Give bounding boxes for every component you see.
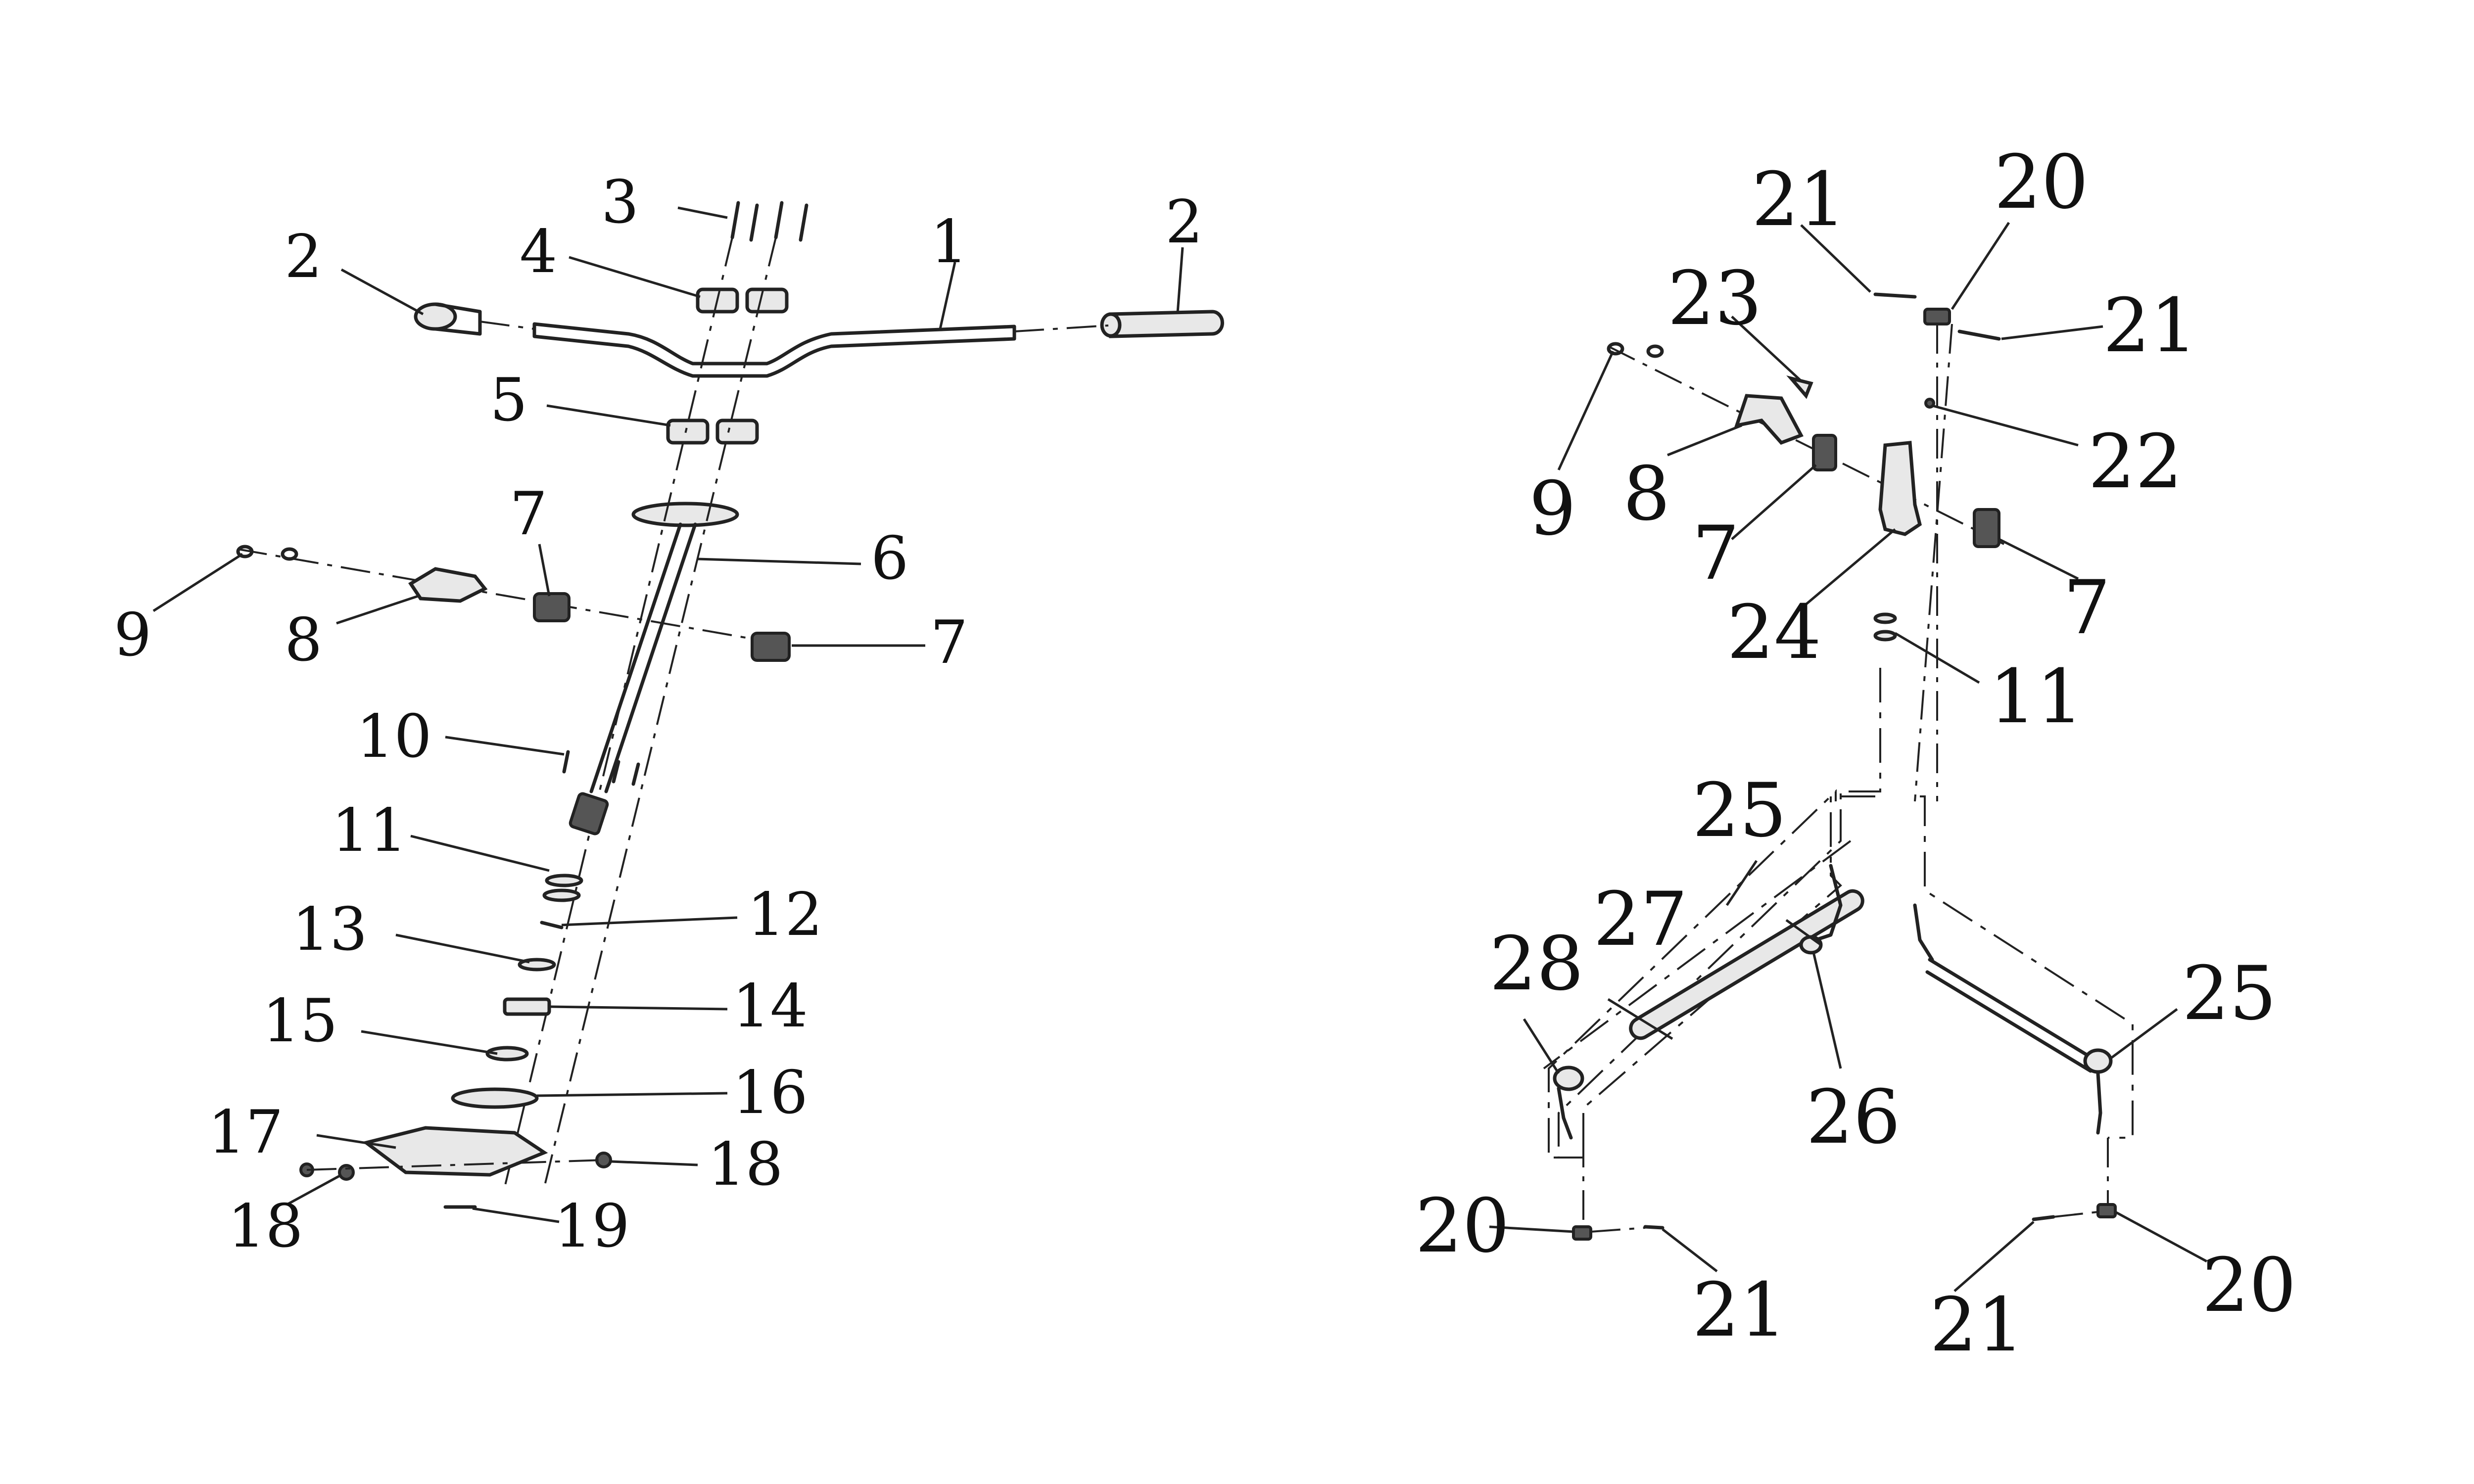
callout-10: 10 — [356, 702, 432, 771]
handlebar — [532, 322, 1016, 378]
bushing-left — [533, 592, 571, 622]
column-top-plate — [631, 502, 739, 527]
shaft-12 — [540, 921, 564, 929]
callout-8: 8 — [285, 606, 322, 675]
bottom-pin-left — [1643, 1225, 1665, 1230]
callout-6: 6 — [871, 524, 908, 593]
callout-21-bottom-left: 21 — [1692, 1267, 1787, 1353]
callout-20-bottom-right: 20 — [2202, 1243, 2296, 1329]
bushing-7-right — [1973, 508, 2000, 548]
column-bolts — [562, 750, 640, 786]
callout-27: 27 — [1593, 877, 1688, 963]
bottom-nut-left — [1572, 1225, 1592, 1241]
callout-15: 15 — [262, 987, 338, 1056]
callout-2-left: 2 — [285, 223, 322, 291]
callout-11: 11 — [332, 796, 407, 865]
left-leaders — [152, 206, 1184, 1223]
callout-22: 22 — [2088, 419, 2183, 505]
callout-26: 26 — [1806, 1074, 1901, 1160]
callout-18-left: 18 — [228, 1192, 303, 1261]
callout-17: 17 — [208, 1098, 284, 1167]
cross-bolt — [236, 545, 254, 558]
top-pin-right — [1957, 329, 2001, 341]
lower-clamp — [666, 418, 710, 445]
right-grip — [1100, 310, 1224, 338]
bottom-pin-right — [2032, 1215, 2055, 1221]
callout-11-right: 11 — [1989, 654, 2084, 740]
bolt-23 — [1786, 375, 1813, 399]
callout-7-lower: 7 — [930, 608, 968, 677]
callout-9: 9 — [114, 601, 151, 670]
tie-rod-right — [1913, 903, 2113, 1135]
callout-25-right: 25 — [2182, 951, 2277, 1037]
bracket — [408, 567, 488, 603]
washer-15 — [485, 1046, 529, 1062]
bottom-nut-right — [2096, 1203, 2117, 1218]
washer-22 — [1924, 398, 1935, 409]
column-coupler — [569, 792, 609, 835]
steering-column — [589, 522, 697, 793]
bracket-8 — [1734, 394, 1804, 445]
rod-end-26 — [1814, 864, 1843, 942]
block-14 — [503, 997, 551, 1016]
callout-18-right: 18 — [708, 1130, 783, 1199]
callout-24: 24 — [1727, 590, 1821, 676]
callout-20-top: 20 — [1994, 139, 2089, 226]
bushing-right — [751, 632, 791, 662]
callout-7-right-right: 7 — [2063, 565, 2110, 651]
top-pin-left — [1873, 292, 1917, 299]
callout-12: 12 — [747, 881, 823, 949]
clamp-bolts — [730, 201, 809, 242]
callout-16: 16 — [732, 1059, 808, 1127]
callout-7-upper: 7 — [510, 480, 547, 549]
right-leaders — [1489, 222, 2208, 1292]
callout-1: 1 — [930, 208, 968, 277]
callout-23: 23 — [1667, 256, 1762, 342]
right-exploded-view: 21 20 21 23 22 9 8 7 7 24 11 25 27 28 26… — [1415, 139, 2296, 1368]
pivot-arm-24 — [1878, 441, 1922, 536]
callout-21-top-right: 21 — [2103, 283, 2197, 369]
callout-25-left: 25 — [1692, 768, 1787, 854]
callout-9-right: 9 — [1529, 466, 1576, 552]
callout-5: 5 — [490, 366, 527, 435]
left-grip — [414, 302, 482, 336]
rod-end-28 — [1553, 1066, 1584, 1091]
callout-19: 19 — [554, 1192, 630, 1261]
callout-4: 4 — [520, 218, 557, 286]
top-nut-20 — [1923, 308, 1951, 325]
left-exploded-view: 3 2 4 1 2 5 6 7 7 8 9 10 11 12 13 14 15 … — [114, 168, 1224, 1261]
callout-21-top-left: 21 — [1752, 157, 1846, 243]
callout-13: 13 — [292, 895, 368, 964]
callout-8-right: 8 — [1623, 451, 1670, 537]
callout-28: 28 — [1489, 921, 1584, 1007]
callout-20-bottom-left: 20 — [1415, 1183, 1510, 1269]
washer-11 — [545, 874, 583, 887]
callout-7-right-left: 7 — [1692, 510, 1739, 597]
plate-16 — [451, 1087, 539, 1109]
callout-2-right: 2 — [1165, 188, 1203, 257]
bushing-7-left — [1812, 434, 1837, 471]
callout-14: 14 — [732, 972, 808, 1041]
cross-bolt-9 — [1607, 342, 1624, 356]
base-plate-17 — [362, 1126, 548, 1177]
linkage-boundary — [1548, 668, 1881, 1159]
callout-21-bottom-right: 21 — [1930, 1282, 2024, 1368]
washer-11-right — [1873, 612, 1897, 624]
callout-3: 3 — [601, 168, 639, 237]
